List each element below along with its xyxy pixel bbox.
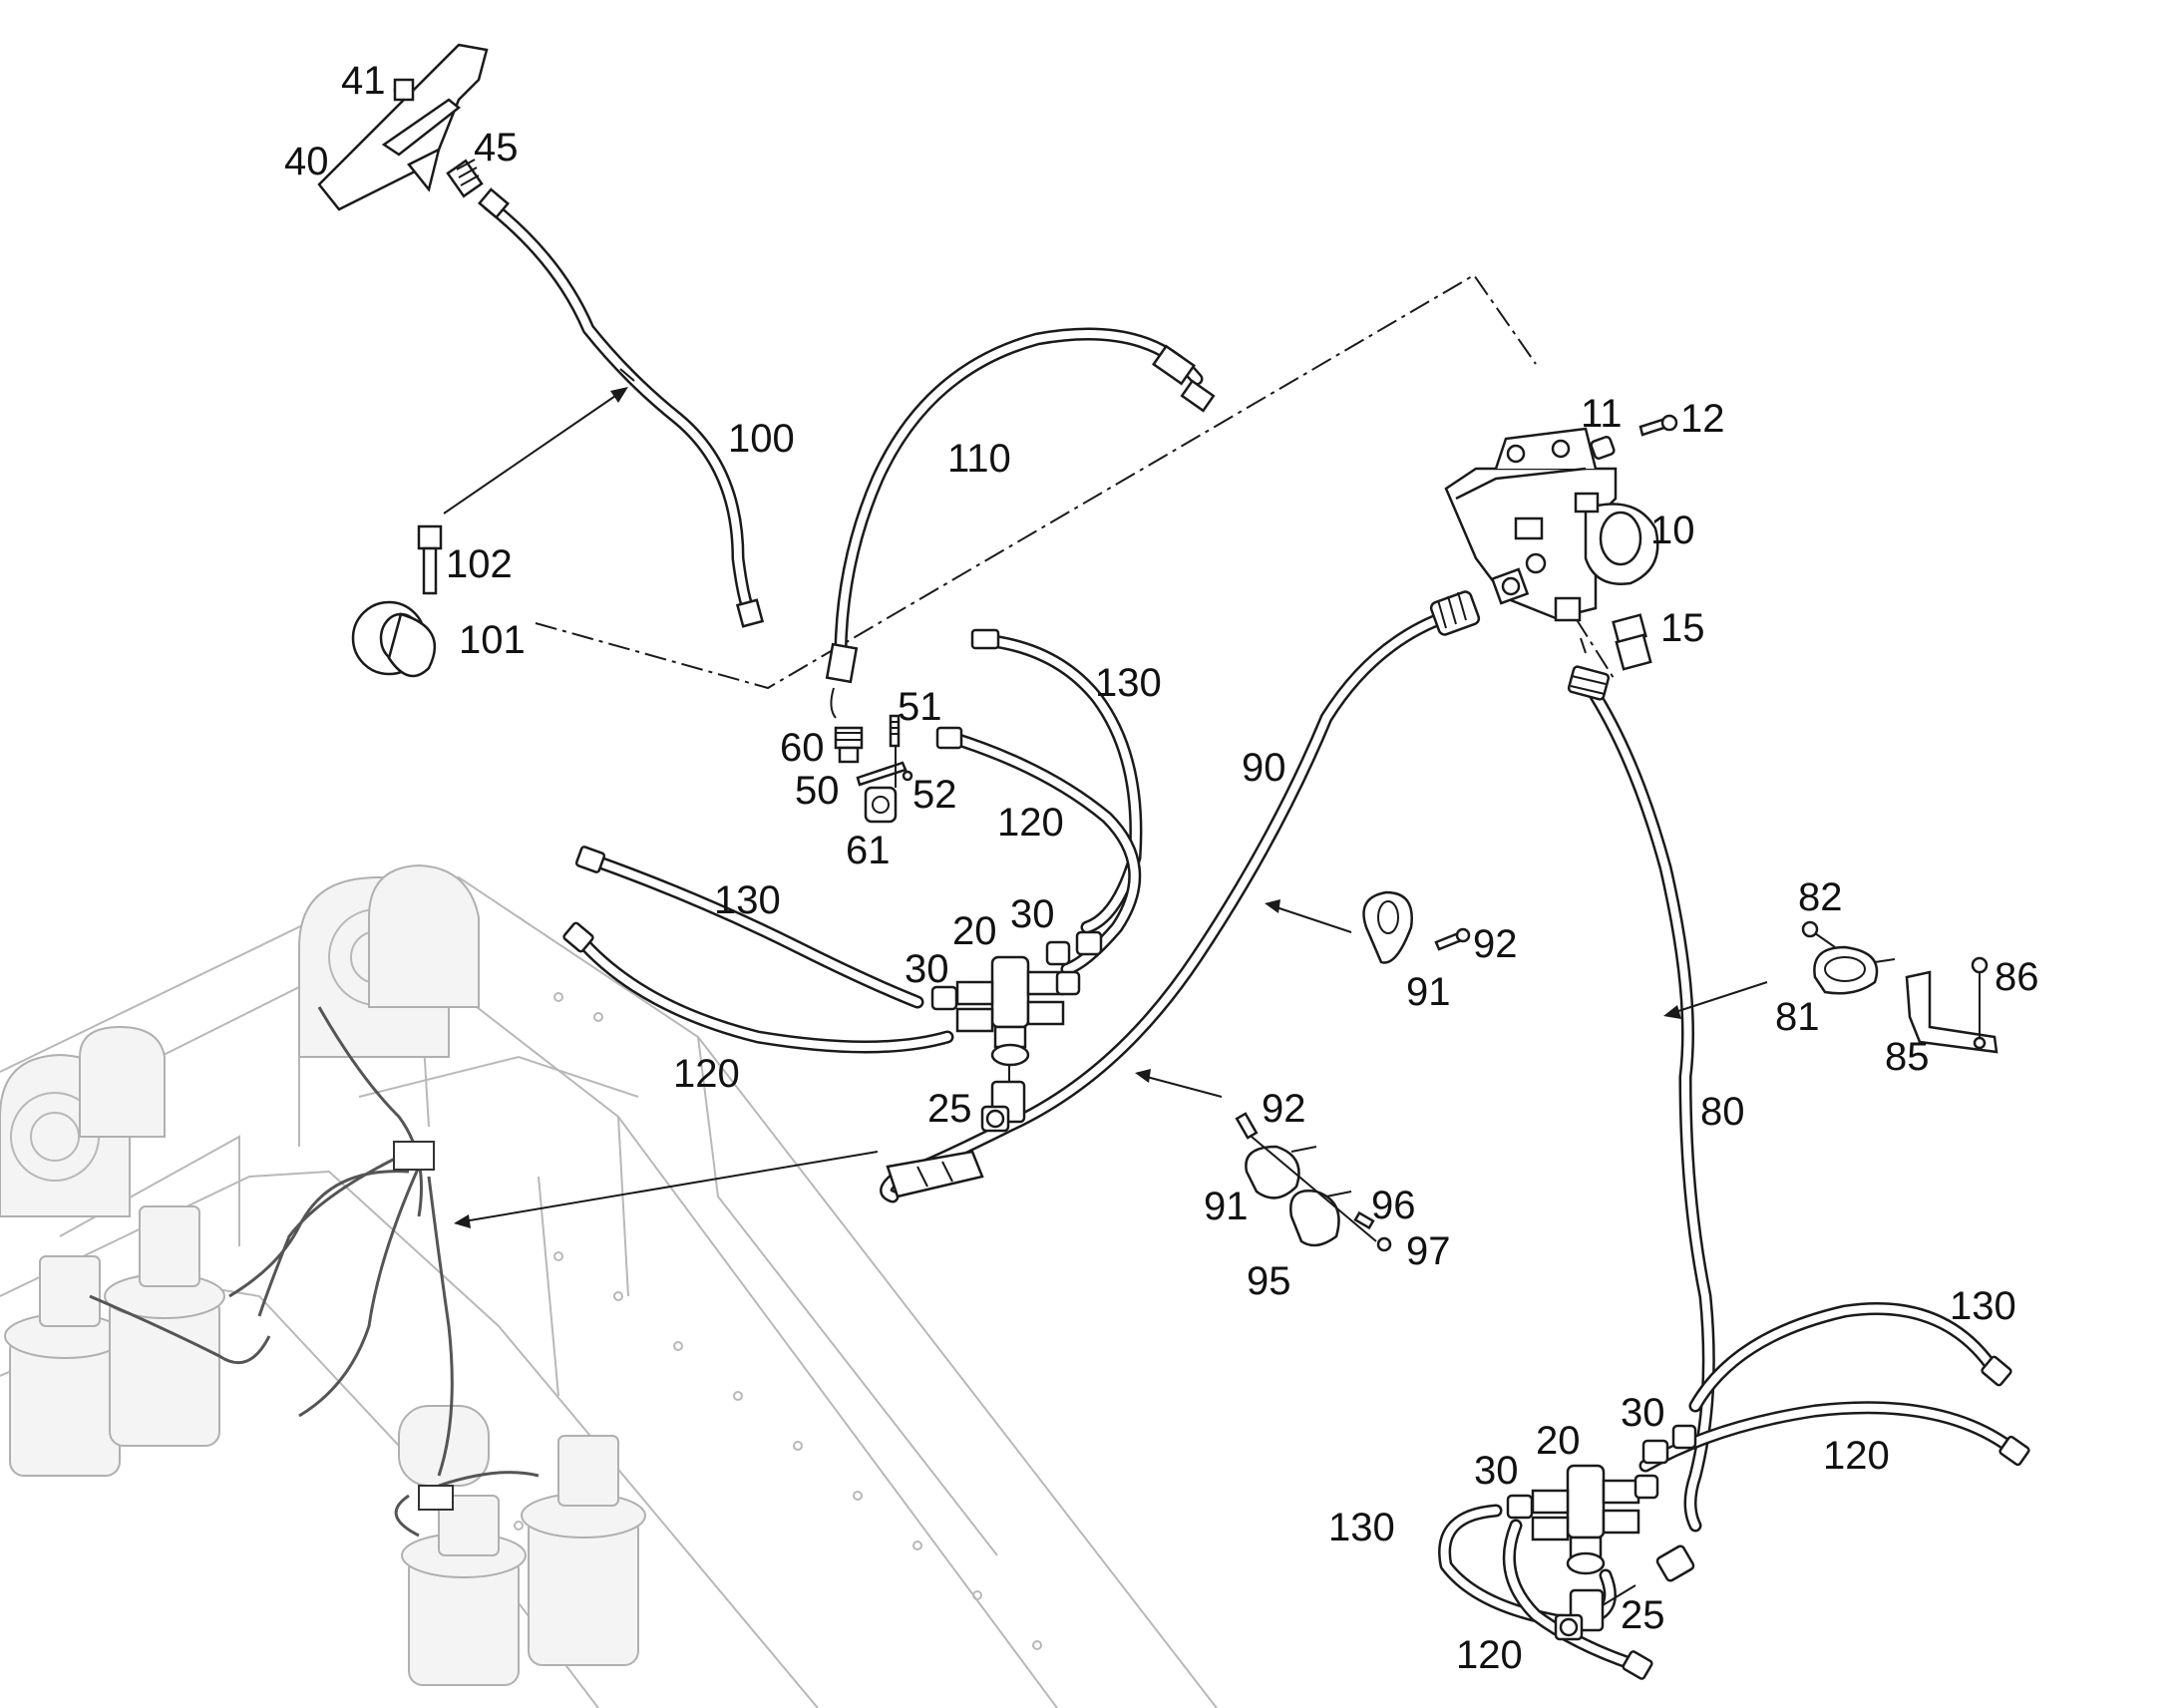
bolt-82 — [1801, 920, 1836, 948]
callout-120-lower: 120 — [1456, 1633, 1523, 1677]
callout-101: 101 — [459, 618, 526, 662]
callout-120-left: 120 — [673, 1052, 740, 1096]
fitting-15 — [1612, 613, 1652, 671]
valve-group-60 — [834, 726, 864, 764]
callout-50: 50 — [795, 769, 840, 813]
hose-110 — [825, 327, 1216, 719]
leader-102-to-100 — [443, 393, 619, 514]
machine-frame-background — [0, 863, 1218, 1708]
washer-96 — [1353, 1210, 1375, 1230]
callout-15: 15 — [1660, 606, 1705, 650]
bolt-86 — [1971, 956, 1989, 1037]
callout-130-upper-right: 130 — [1095, 661, 1162, 705]
callout-30-lower-right: 30 — [1621, 1391, 1665, 1435]
callout-85: 85 — [1885, 1035, 1930, 1079]
fittings-30-lower — [1506, 1424, 1697, 1520]
callout-91-lower: 91 — [1204, 1185, 1249, 1228]
fitting-side-port — [1490, 567, 1530, 605]
callout-110: 110 — [947, 437, 1011, 481]
bolt-102 — [417, 524, 443, 595]
bracket-85 — [1905, 970, 1998, 1054]
clamp-91-upper — [1362, 890, 1413, 964]
clamp-101 — [351, 600, 437, 678]
callout-81: 81 — [1775, 995, 1820, 1039]
hose-130-left — [574, 846, 924, 1009]
tee-20-upper — [955, 955, 1065, 1067]
hose-100 — [478, 187, 765, 628]
manifold-block-10 — [1444, 427, 1659, 622]
clamp-91-lower — [1245, 1145, 1317, 1199]
fittings-30-upper — [930, 930, 1103, 1011]
callout-10: 10 — [1650, 509, 1695, 552]
callout-12: 12 — [1680, 397, 1725, 441]
callout-30-lower-left: 30 — [1474, 1449, 1519, 1493]
valve-61 — [864, 786, 898, 824]
callout-11: 11 — [1581, 392, 1623, 436]
bolt-92-upper — [1434, 927, 1471, 951]
callout-120-upper-right: 120 — [997, 801, 1064, 845]
callout-60: 60 — [780, 726, 825, 770]
callout-102: 102 — [446, 542, 513, 586]
callout-130-lower: 130 — [1328, 1506, 1395, 1549]
clamp-81 — [1813, 945, 1896, 995]
bolt-41 — [393, 78, 415, 102]
callout-30-upper-left: 30 — [905, 947, 949, 991]
bracket-40 — [317, 43, 489, 211]
hose-120-left — [562, 921, 954, 1054]
callout-52: 52 — [912, 773, 957, 817]
nut-97 — [1376, 1236, 1392, 1252]
callout-40: 40 — [284, 140, 329, 183]
callout-61: 61 — [846, 829, 891, 872]
callout-labels: 41 40 45 100 102 101 110 11 12 10 15 130… — [284, 59, 2039, 1677]
callout-30-upper-right: 30 — [1010, 892, 1055, 936]
leader-to-frame — [463, 1151, 879, 1222]
callout-20-upper: 20 — [952, 909, 997, 953]
tee-20-lower — [1531, 1464, 1640, 1575]
callout-97: 97 — [1406, 1229, 1451, 1273]
clamp-95 — [1289, 1190, 1352, 1247]
callout-51: 51 — [898, 685, 942, 729]
callout-82: 82 — [1798, 875, 1843, 919]
lever-50 — [856, 761, 913, 787]
callout-95: 95 — [1247, 1259, 1291, 1303]
callout-80: 80 — [1700, 1090, 1745, 1134]
hose-90 — [880, 590, 1481, 1203]
fitting-45 — [446, 159, 484, 198]
tee-25-lower — [1554, 1544, 1695, 1641]
callout-91-upper: 91 — [1406, 970, 1451, 1014]
callout-25-lower: 25 — [1621, 1593, 1665, 1637]
callout-100: 100 — [728, 417, 795, 461]
callout-90: 90 — [1242, 746, 1286, 790]
hose-130-upper-long — [970, 628, 1143, 934]
callout-130-left: 130 — [714, 878, 781, 922]
callout-20-lower: 20 — [1536, 1419, 1581, 1463]
bolt-12 — [1638, 414, 1678, 437]
tee-25-upper — [980, 1080, 1026, 1133]
callout-25-upper: 25 — [927, 1087, 972, 1131]
callout-41: 41 — [341, 59, 386, 103]
callout-92-lower: 92 — [1262, 1087, 1306, 1131]
callout-120-right: 120 — [1823, 1434, 1890, 1478]
callout-45: 45 — [474, 126, 519, 170]
callout-96: 96 — [1371, 1184, 1416, 1227]
fitting-11 — [1590, 435, 1616, 461]
bolt-92-lower — [1235, 1112, 1259, 1140]
hose-80 — [1567, 665, 1715, 1533]
callout-130-right: 130 — [1950, 1284, 2016, 1328]
callout-86: 86 — [1995, 955, 2039, 999]
hose-130-right — [1688, 1302, 2012, 1413]
centerline — [535, 273, 1587, 690]
hose-120-lower — [1502, 1519, 1653, 1680]
callout-92-upper: 92 — [1473, 922, 1518, 966]
